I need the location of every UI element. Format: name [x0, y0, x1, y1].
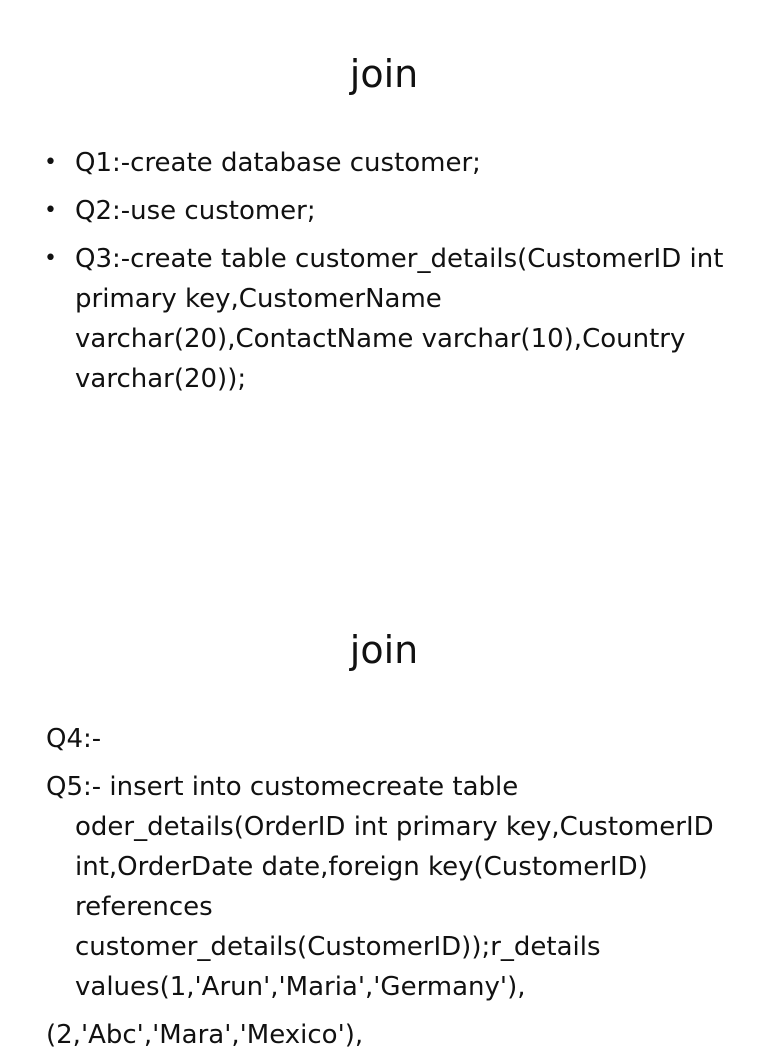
slide-1-bullet-list: • Q1:-create database customer; • Q2:-us…: [44, 143, 734, 407]
slide-1: join • Q1:-create database customer; • Q…: [0, 0, 768, 512]
bullet-item-q1: • Q1:-create database customer;: [44, 143, 734, 183]
paragraph-q4: Q4:-: [46, 724, 102, 754]
paragraph-q5: Q5:- insert into customecreate table ode…: [46, 772, 714, 1002]
slide-2: join Q4:- Q5:- insert into customecreate…: [0, 576, 768, 1050]
bullet-text: Q1:-create database customer;: [75, 148, 481, 178]
bullet-dot: •: [44, 150, 57, 175]
bullet-item-q2: • Q2:-use customer;: [44, 191, 734, 231]
paragraph-continuation: (2,'Abc','Mara','Mexico'),: [46, 1020, 364, 1050]
bullet-text: Q3:-create table customer_details(Custom…: [75, 244, 724, 394]
slide-1-title: join: [349, 52, 419, 96]
slide-2-body: Q4:- Q5:- insert into customecreate tabl…: [46, 719, 736, 1063]
bullet-dot: •: [44, 246, 57, 271]
slide-gap: [0, 512, 768, 576]
slide-2-title: join: [349, 628, 419, 672]
bullet-text: Q2:-use customer;: [75, 196, 316, 226]
bullet-item-q3: • Q3:-create table customer_details(Cust…: [44, 239, 734, 399]
bullet-dot: •: [44, 198, 57, 223]
